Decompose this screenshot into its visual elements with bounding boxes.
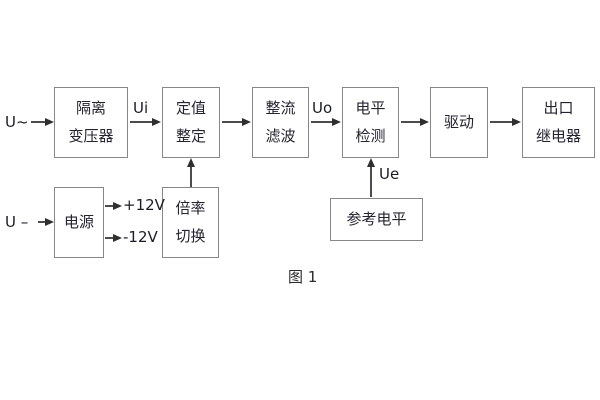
- arrow-drive-to-relay: [490, 118, 521, 125]
- block-label: 参考电平: [346, 210, 407, 228]
- block-label: 滤波: [265, 127, 296, 145]
- block-power-supply: 电源: [54, 187, 104, 258]
- block-label: 隔离: [75, 99, 106, 117]
- arrow-rectifier-to-level: [311, 118, 341, 125]
- arrow-udc-to-power: [38, 218, 54, 225]
- signal-label-u-ac: U~: [5, 113, 29, 131]
- block-label: 整定: [175, 127, 206, 145]
- block-label: 驱动: [443, 113, 474, 131]
- block-label: 出口: [543, 99, 574, 117]
- signal-label-ui: Ui: [133, 99, 149, 117]
- block-label: 整流: [265, 99, 296, 117]
- block-label: 倍率: [175, 199, 206, 217]
- block-label: 电平: [355, 99, 386, 117]
- signal-label-u-dc: U –: [5, 213, 29, 231]
- block-rectify-filter: 整流 滤波: [252, 87, 309, 158]
- block-level-detect: 电平 检测: [342, 87, 399, 158]
- signal-label-uo: Uo: [312, 99, 333, 117]
- arrow-power-plus12v: [105, 202, 122, 209]
- signal-label-minus-12v: -12V: [123, 228, 158, 246]
- arrow-ratio-to-setting: [187, 158, 194, 187]
- signal-label-ue: Ue: [379, 165, 400, 183]
- block-output-relay: 出口 继电器: [522, 87, 595, 158]
- arrow-setting-to-rectifier: [222, 118, 251, 125]
- block-label: 电源: [63, 213, 94, 231]
- arrow-power-minus12v: [105, 234, 122, 241]
- block-label: 切换: [175, 227, 206, 245]
- block-drive: 驱动: [430, 87, 488, 158]
- block-label: 继电器: [535, 127, 581, 145]
- block-label: 定值: [175, 99, 206, 117]
- arrow-uac-to-isolation: [31, 118, 54, 125]
- arrow-reference-to-level: [367, 158, 374, 197]
- arrow-isolation-to-setting: [130, 118, 161, 125]
- block-value-setting: 定值 整定: [162, 87, 220, 158]
- arrow-level-to-drive: [401, 118, 429, 125]
- block-label: 检测: [355, 127, 386, 145]
- block-ratio-switch: 倍率 切换: [162, 187, 219, 258]
- block-isolation-transformer: 隔离 变压器: [54, 87, 128, 158]
- signal-label-plus-12v: +12V: [123, 196, 165, 214]
- block-reference-level: 参考电平: [330, 198, 423, 241]
- figure-caption: 图 1: [288, 268, 318, 286]
- block-label: 变压器: [68, 127, 114, 145]
